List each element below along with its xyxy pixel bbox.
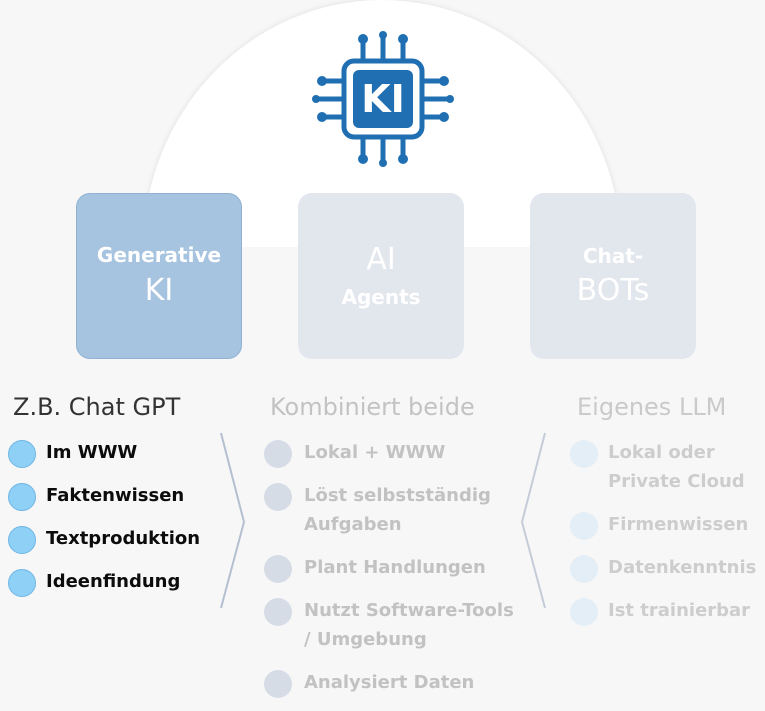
card-ai-agents: AI Agents — [298, 193, 464, 359]
card-generative-ki: Generative KI — [76, 193, 242, 359]
list-item-label: Datenkenntnis — [608, 557, 757, 578]
list-item: Lokal + WWW — [264, 438, 514, 468]
bullet-dot — [264, 670, 292, 698]
list-kombiniert: Lokal + WWW Löst selbstständig Aufgaben … — [264, 438, 534, 711]
bullet-dot — [8, 526, 36, 554]
bullet-dot — [264, 483, 292, 511]
list-item-label: Im WWW — [46, 442, 138, 463]
list-item: Lokal oder Private Cloud — [570, 438, 765, 496]
card-line2: BOTs — [576, 273, 650, 308]
list-item: Firmenwissen — [570, 510, 765, 540]
list-item-label: Löst selbstständig Aufgaben — [304, 485, 491, 535]
list-item-label: Plant Handlungen — [304, 557, 486, 578]
ki-chip-icon: KI — [312, 31, 454, 167]
list-item: Nutzt Software-Tools / Umgebung — [264, 596, 514, 654]
bullet-dot — [570, 598, 598, 626]
bullet-dot — [570, 555, 598, 583]
card-line1: Generative — [96, 243, 222, 267]
list-item: Plant Handlungen — [264, 553, 534, 583]
list-chat-gpt: Im WWW Faktenwissen Textproduktion Ideen… — [8, 438, 200, 610]
column-title-chat-gpt: Z.B. Chat GPT — [13, 393, 181, 421]
card-line1: Chat- — [582, 244, 644, 268]
list-item-label: Textproduktion — [46, 528, 201, 549]
list-eigenes-llm: Lokal oder Private Cloud Firmenwissen Da… — [570, 438, 765, 639]
list-item: Ist trainierbar — [570, 596, 765, 626]
bullet-dot — [264, 555, 292, 583]
bullet-dot — [264, 598, 292, 626]
list-item: Datenkenntnis — [570, 553, 765, 583]
card-line1: AI — [366, 242, 396, 277]
ki-label: KI — [361, 77, 405, 121]
list-item: Im WWW — [8, 438, 200, 468]
bullet-dot — [570, 440, 598, 468]
column-title-kombiniert: Kombiniert beide — [270, 393, 475, 421]
bullet-dot — [264, 440, 292, 468]
left-angle-bracket — [520, 432, 546, 609]
bullet-dot — [8, 483, 36, 511]
list-item: Textproduktion — [8, 524, 201, 554]
right-angle-bracket — [220, 432, 246, 609]
list-item-label: Analysiert Daten — [304, 672, 475, 693]
list-item-label: Faktenwissen — [46, 485, 185, 506]
list-item: Ideenfindung — [8, 567, 200, 597]
list-item-label: Lokal oder Private Cloud — [608, 442, 745, 492]
list-item-label: Nutzt Software-Tools / Umgebung — [304, 600, 514, 650]
card-line2: Agents — [341, 285, 421, 309]
list-item: Faktenwissen — [8, 481, 200, 511]
list-item: Analysiert Daten — [264, 668, 534, 698]
bullet-dot — [8, 440, 36, 468]
column-title-eigenes-llm: Eigenes LLM — [577, 393, 727, 421]
bullet-dot — [8, 569, 36, 597]
list-item-label: Firmenwissen — [608, 514, 749, 535]
list-item-label: Ist trainierbar — [608, 600, 751, 621]
list-item: Löst selbstständig Aufgaben — [264, 481, 514, 539]
card-chat-bots: Chat- BOTs — [530, 193, 696, 359]
list-item-label: Lokal + WWW — [304, 442, 446, 463]
card-line2: KI — [144, 273, 174, 308]
bullet-dot — [570, 512, 598, 540]
list-item-label: Ideenfindung — [46, 571, 181, 592]
